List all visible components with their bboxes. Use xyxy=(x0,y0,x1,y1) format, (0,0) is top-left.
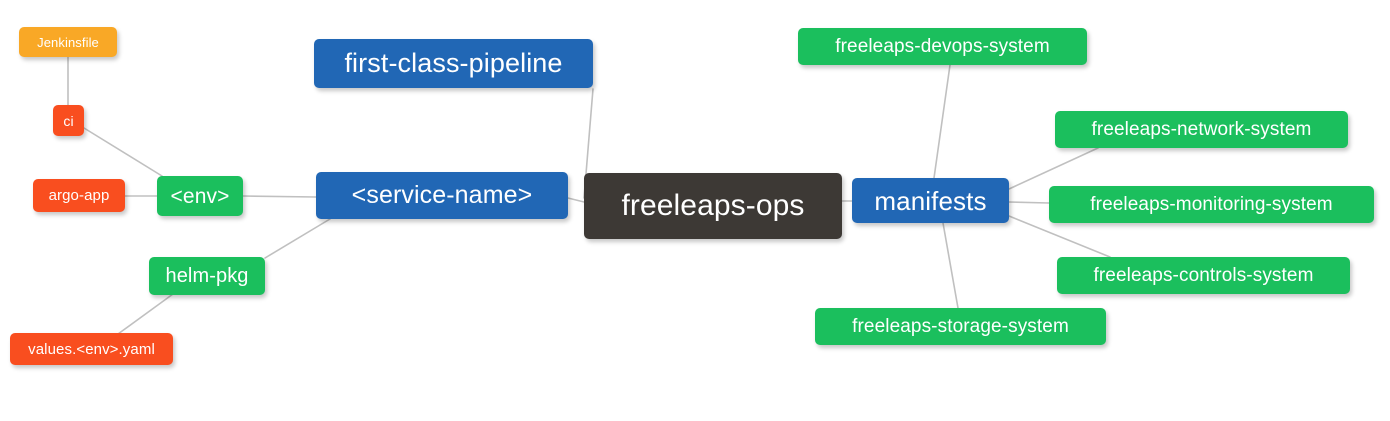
mindmap-node-label: helm-pkg xyxy=(165,265,249,287)
mindmap-node-freeleaps-controls-system[interactable]: freeleaps-controls-system xyxy=(1057,257,1350,294)
mindmap-node-freeleaps-storage-system[interactable]: freeleaps-storage-system xyxy=(815,308,1106,345)
edge-manifests-to-freeleaps-devops-system xyxy=(933,64,951,179)
mindmap-node-ci[interactable]: ci xyxy=(53,105,84,136)
mindmap-node-label: argo-app xyxy=(48,187,110,204)
mindmap-node-label: <env> xyxy=(170,184,230,208)
mindmap-node-label: Jenkinsfile xyxy=(37,34,99,50)
mindmap-node-label: manifests xyxy=(874,185,987,216)
edge-helm-pkg-to-values-env-yaml xyxy=(117,293,174,335)
mindmap-node-label: values.<env>.yaml xyxy=(28,340,155,358)
mindmap-node-label: <service-name> xyxy=(351,181,533,209)
edge-manifests-to-freeleaps-monitoring-system xyxy=(1008,201,1050,204)
mindmap-node-helm-pkg[interactable]: helm-pkg xyxy=(149,257,265,295)
edge-manifests-to-freeleaps-network-system xyxy=(1008,147,1099,190)
mindmap-node-manifests[interactable]: manifests xyxy=(852,178,1009,223)
mindmap-node-first-class-pipeline[interactable]: first-class-pipeline xyxy=(314,39,593,88)
mindmap-node-freeleaps-ops[interactable]: freeleaps-ops xyxy=(584,173,842,239)
mindmap-node-jenkinsfile[interactable]: Jenkinsfile xyxy=(19,27,117,57)
mindmap-node-label: freeleaps-devops-system xyxy=(835,36,1050,57)
mindmap-node-label: first-class-pipeline xyxy=(344,48,563,78)
edge-manifests-to-freeleaps-storage-system xyxy=(942,222,959,309)
mindmap-node-label: freeleaps-network-system xyxy=(1091,119,1312,140)
mindmap-node-label: ci xyxy=(63,112,74,129)
mindmap-node-label: freeleaps-ops xyxy=(621,189,805,222)
edge-service-name-to-env xyxy=(242,195,317,198)
mindmap-node-label: freeleaps-monitoring-system xyxy=(1090,194,1333,215)
mindmap-node-label: freeleaps-controls-system xyxy=(1093,265,1314,286)
edge-env-to-ci xyxy=(83,127,163,177)
edge-freeleaps-ops-to-service-name xyxy=(567,197,585,203)
mindmap-node-freeleaps-monitoring-system[interactable]: freeleaps-monitoring-system xyxy=(1049,186,1374,223)
edge-service-name-to-helm-pkg xyxy=(264,218,331,259)
mindmap-node-argo-app[interactable]: argo-app xyxy=(33,179,125,212)
mindmap-node-label: freeleaps-storage-system xyxy=(852,316,1069,337)
mindmap-node-freeleaps-devops-system[interactable]: freeleaps-devops-system xyxy=(798,28,1087,65)
mindmap-node-freeleaps-network-system[interactable]: freeleaps-network-system xyxy=(1055,111,1348,148)
mindmap-node-service-name[interactable]: <service-name> xyxy=(316,172,568,219)
mindmap-node-env[interactable]: <env> xyxy=(157,176,243,216)
mindmap-node-values-env-yaml[interactable]: values.<env>.yaml xyxy=(10,333,173,365)
